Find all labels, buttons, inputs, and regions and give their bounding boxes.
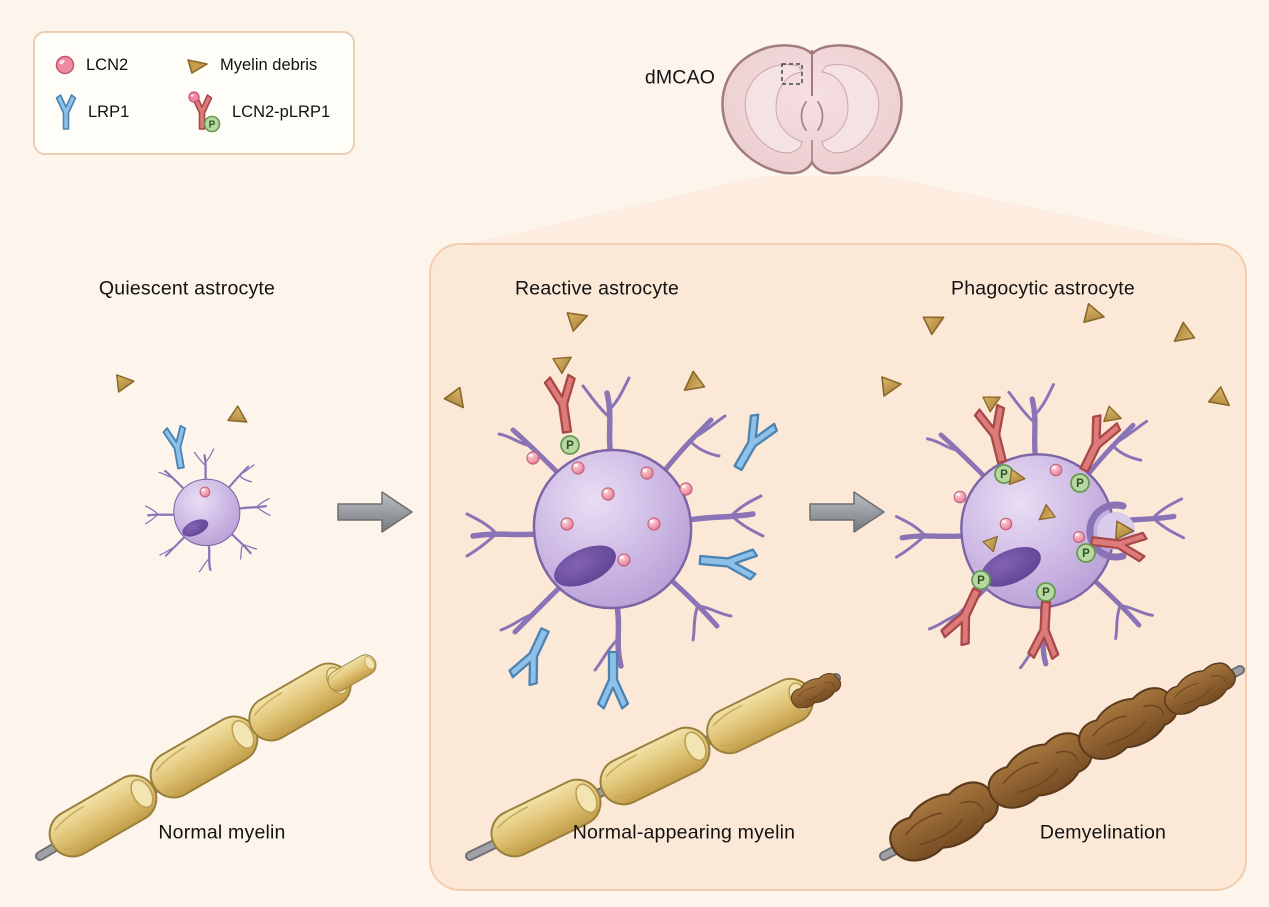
stage-quiescent [116,374,272,573]
legend-label-myelin-debris: Myelin debris [220,55,318,74]
brain-illustration [721,44,903,175]
legend: LCN2 Myelin debris LRP1 P LCN2-pLRP1 [33,31,355,155]
svg-text:P: P [1042,587,1050,599]
zoom-funnel [434,176,1243,252]
lcn2-molecule [601,487,615,501]
stage-reactive: P [442,308,781,710]
phospho-badge: P [560,435,580,455]
legend-item-lcn2: LCN2 [53,53,181,77]
lrp1-receptor [161,424,193,471]
legend-item-lcn2-plrp1: P LCN2-pLRP1 [185,91,347,133]
myelin-label-normal: Normal myelin [158,821,286,844]
stage-title-quiescent: Quiescent astrocyte [98,277,276,300]
lrp1-icon [55,94,77,130]
lcn2-molecule [617,553,631,567]
lcn2-molecule [640,466,654,480]
svg-text:P: P [1000,469,1008,481]
legend-label-lcn2-plrp1: LCN2-pLRP1 [232,102,331,121]
svg-text:P: P [1076,478,1084,490]
lcn2-molecule [679,482,693,496]
quiescent-astrocyte [144,447,272,573]
svg-text:P: P [566,440,574,452]
myelin-debris-icon [187,59,208,74]
lcn2-molecule [647,517,661,531]
phospho-label: P [209,120,216,131]
myelin-label-demyelination: Demyelination [1039,821,1167,844]
lcn2-icon [55,55,75,75]
myelin-debris [116,374,135,393]
lcn2-molecule [1073,531,1085,543]
phospho-badge: P [1036,582,1056,602]
lcn2-molecule [560,517,574,531]
phospho-badge: P [1070,473,1090,493]
progression-arrow-1 [337,491,413,533]
myelin-normal-appearing [465,668,846,866]
lcn2-molecule [526,451,540,465]
myelin-debris [225,405,252,431]
lcn2-molecule [953,490,967,504]
dmcao-label: dMCAO [644,66,716,89]
lcn2-plrp1-icon: P [188,91,221,133]
myelin-demyelination [879,655,1245,874]
lcn2-molecule [1049,463,1063,477]
myelin-normal [35,650,381,866]
svg-text:P: P [977,575,985,587]
lcn2-molecule [571,461,585,475]
legend-label-lcn2: LCN2 [86,55,129,74]
stage-title-reactive: Reactive astrocyte [515,277,679,300]
phospho-badge: P [1076,543,1096,563]
legend-item-lrp1: LRP1 [53,91,181,133]
lcn2-molecule [999,517,1013,531]
svg-text:P: P [1082,548,1090,560]
legend-item-myelin-debris: Myelin debris [185,53,347,77]
legend-label-lrp1: LRP1 [88,102,130,121]
phospho-badge: P [971,570,991,590]
stage-phagocytic: P P P P P [881,303,1235,668]
lcn2-molecule [199,486,211,498]
myelin-label-normal-appearing: Normal-appearing myelin [572,821,796,844]
stage-title-phagocytic: Phagocytic astrocyte [951,277,1135,300]
region-of-interest-box [781,63,803,85]
